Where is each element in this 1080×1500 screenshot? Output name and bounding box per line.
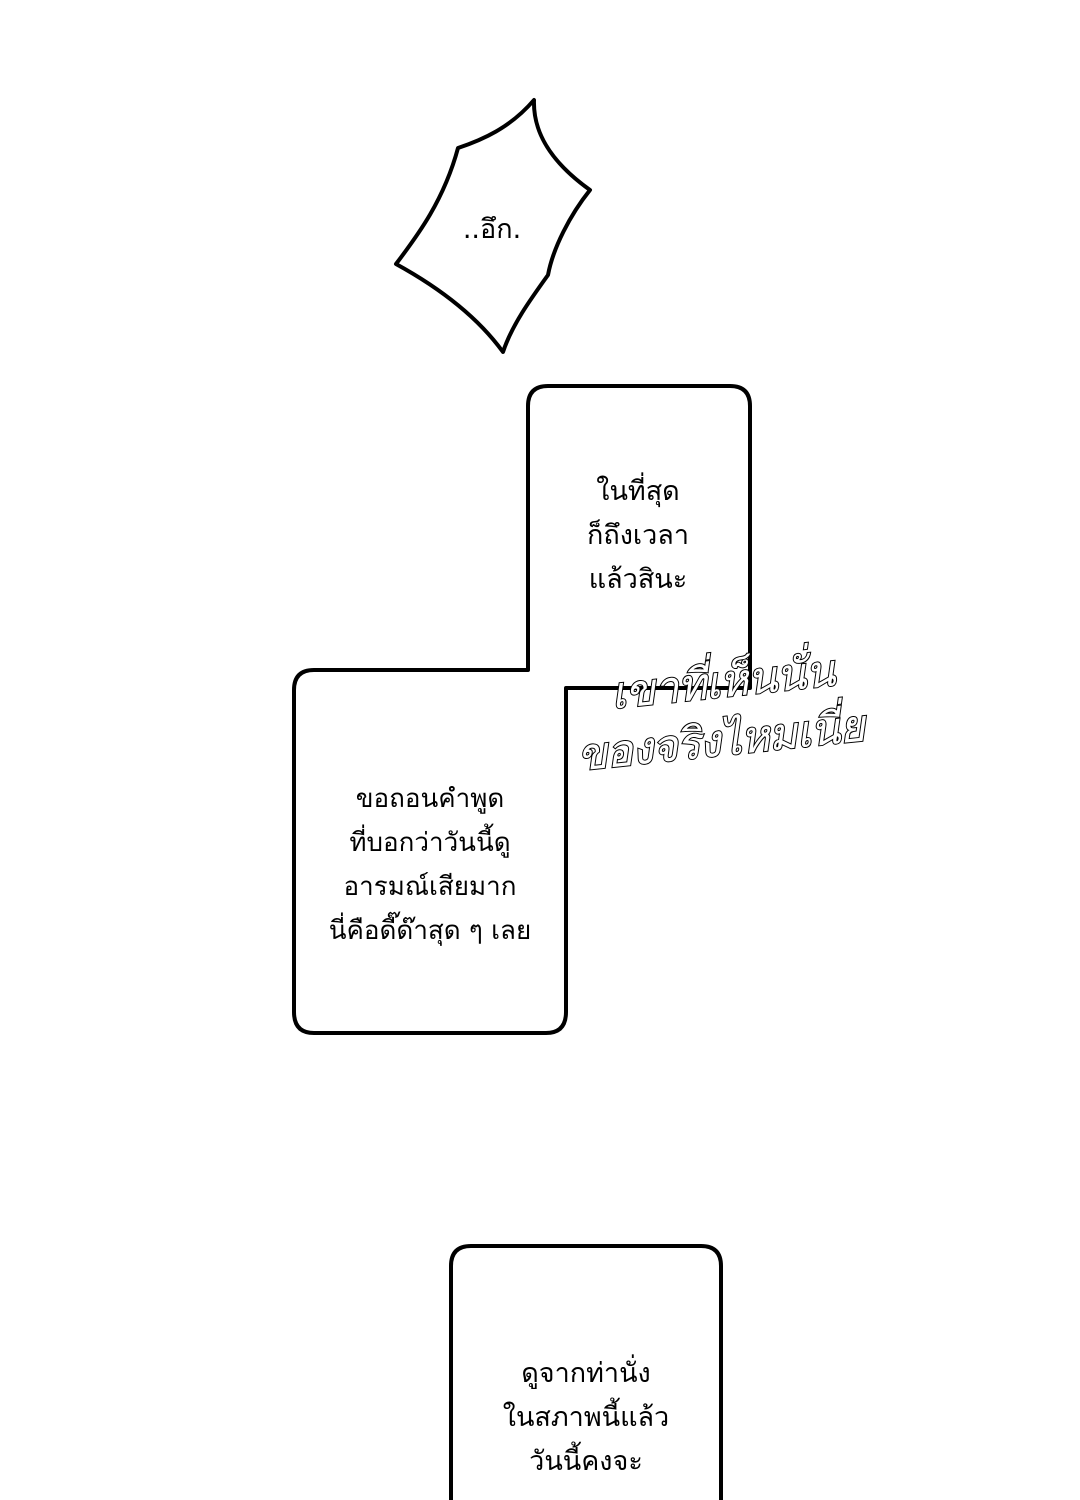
combined-speech-bubble bbox=[292, 384, 752, 1035]
retract-text: ขอถอนคำพูด ที่บอกว่าวันนี้ดู อารมณ์เสียม… bbox=[328, 784, 532, 946]
bottom-speech-bubble bbox=[449, 1244, 723, 1500]
gasp-text: ..อึก. bbox=[462, 214, 522, 245]
finally-text: ในที่สุด ก็ถึงเวลา แล้วสินะ bbox=[587, 476, 689, 595]
spiky-speech-bubble bbox=[394, 98, 592, 354]
posture-text: ดูจากท่านั่ง ในสภาพนี้แล้ว วันนี้คงจะ bbox=[502, 1358, 670, 1477]
